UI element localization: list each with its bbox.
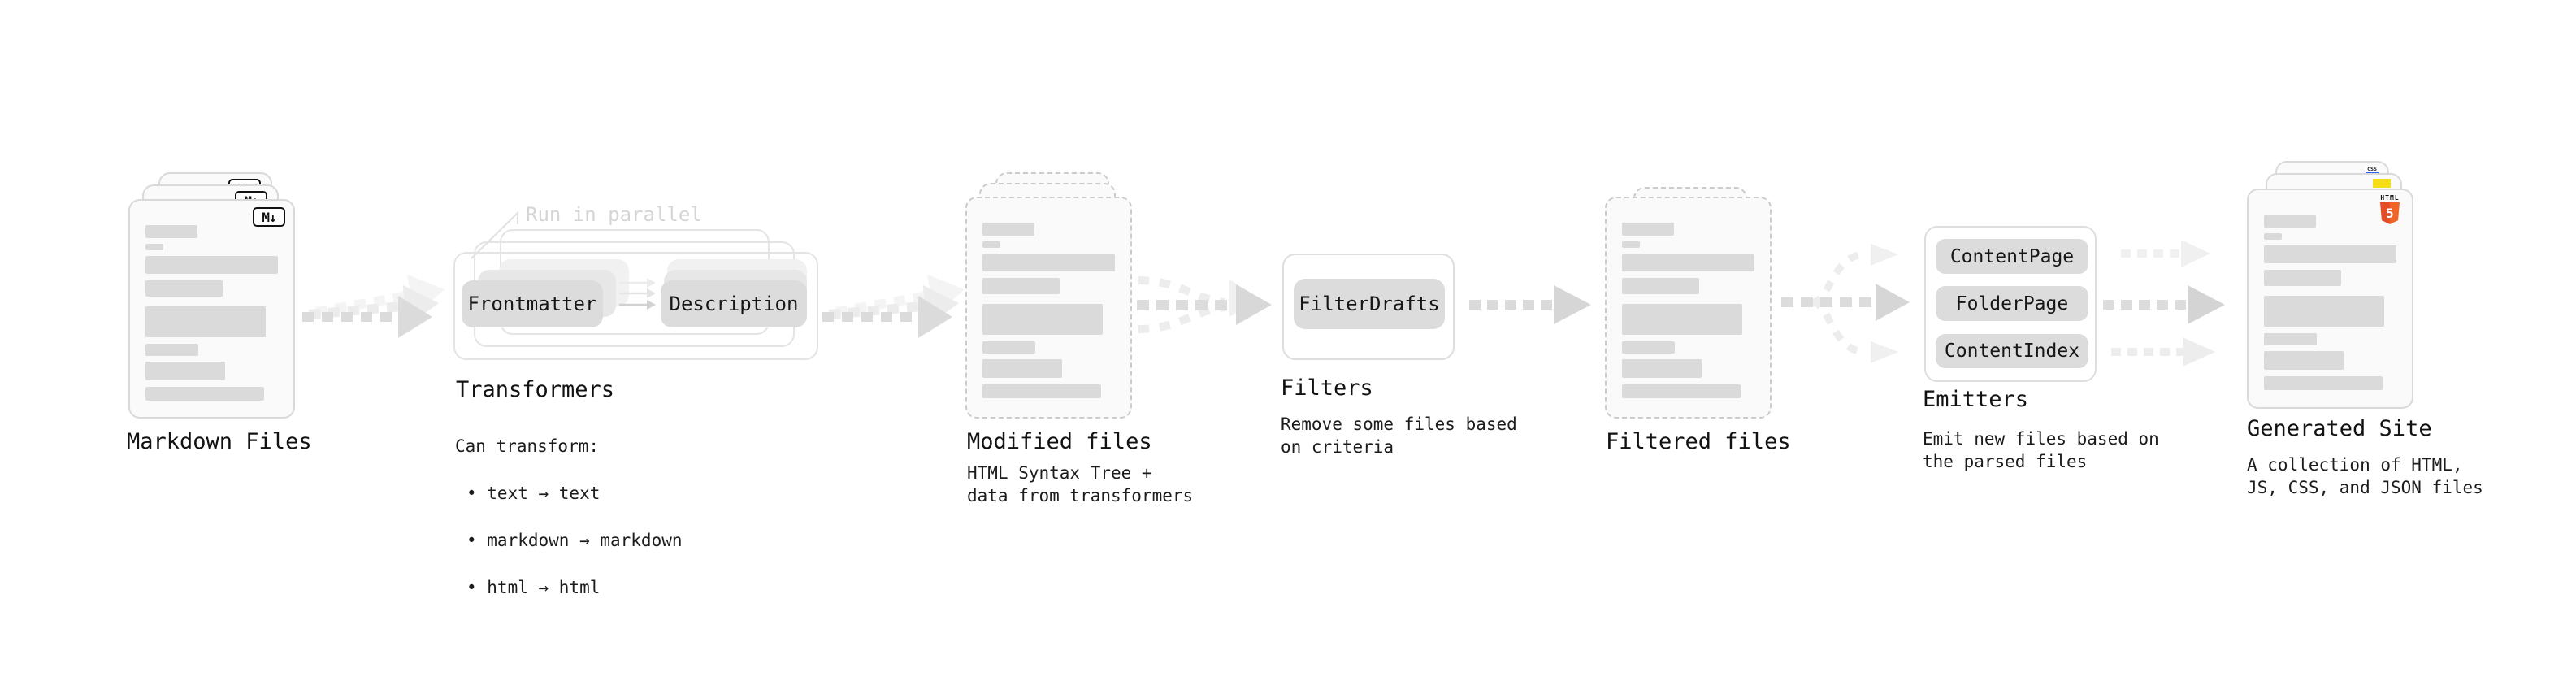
doc-text-bar xyxy=(145,256,278,274)
doc-text-bar xyxy=(2264,245,2396,263)
split-arrow-icon xyxy=(1781,244,1910,363)
stage-title-markdown-files: Markdown Files xyxy=(127,429,312,454)
filters-card: FilterDrafts xyxy=(1282,254,1455,360)
stage-title-generated-site: Generated Site xyxy=(2247,416,2432,441)
doc-text-bar xyxy=(982,223,1034,236)
transform-bullet: • html → html xyxy=(466,578,601,597)
doc-text-bar xyxy=(145,362,225,380)
transform-bullet: • markdown → markdown xyxy=(466,531,683,550)
stage-title-modified-files: Modified files xyxy=(967,429,1152,454)
doc-text-bar xyxy=(2264,296,2384,327)
doc-text-bar xyxy=(982,254,1115,271)
html5-icon-shield: 5 xyxy=(2380,202,2400,224)
doc-text-bar xyxy=(2264,233,2282,240)
doc-text-bar xyxy=(982,341,1035,354)
doc-text-bar xyxy=(2264,215,2316,228)
transformer-pill: Frontmatter xyxy=(462,280,603,327)
doc-text-bar xyxy=(145,306,266,337)
stage-title-filtered-files: Filtered files xyxy=(1606,429,1791,454)
doc-text-bar xyxy=(1622,241,1640,248)
modified-files-description: HTML Syntax Tree + data from transformer… xyxy=(967,463,1194,505)
merge-arrow-icon xyxy=(1137,276,1272,333)
filtered-files-doc-stack xyxy=(1605,187,1802,424)
doc-text-bar xyxy=(145,280,223,297)
markdown-icon: M↓ xyxy=(253,207,285,227)
doc-text-bar xyxy=(2264,351,2344,370)
filter-pill: FilterDrafts xyxy=(1294,279,1445,329)
doc-text-bar xyxy=(1622,254,1754,271)
pill-arrow-icon xyxy=(619,300,656,310)
flow-arrow-icon xyxy=(2103,285,2225,324)
doc-text-bar xyxy=(2264,270,2341,286)
desc-heading: Can transform: xyxy=(455,436,600,456)
transformers-stack: Run in parallel Frontmatter Description xyxy=(453,203,827,366)
css-icon-label: CSS xyxy=(2367,166,2377,172)
doc-text-bar xyxy=(2264,376,2383,390)
doc xyxy=(965,197,1132,419)
doc: M↓ xyxy=(128,199,295,419)
flow-arrow-icon xyxy=(302,274,445,338)
filters-description: Remove some files based on criteria xyxy=(1281,414,1517,457)
flow-arrow-icon xyxy=(1469,285,1591,324)
doc-text-bar xyxy=(1622,278,1699,294)
doc-text-bar xyxy=(145,225,197,238)
transform-bullet: • text → text xyxy=(466,484,601,503)
doc-text-bar xyxy=(982,241,1000,248)
doc-text-bar xyxy=(1622,341,1675,354)
doc-text-bar xyxy=(1622,304,1742,335)
doc-text-bar xyxy=(1622,359,1702,378)
doc-text-bar xyxy=(1622,223,1674,236)
doc-text-bar xyxy=(1622,384,1741,398)
html5-icon: HTML 5 xyxy=(2380,194,2400,224)
doc-text-bar xyxy=(2264,333,2317,345)
html5-icon-word: HTML xyxy=(2380,194,2400,202)
doc-text-bar xyxy=(145,387,264,401)
doc-text-bar xyxy=(982,359,1062,378)
html5-icon-number: 5 xyxy=(2386,206,2394,221)
flow-arrow-icon xyxy=(822,274,965,338)
flow-arrow-icon xyxy=(2111,337,2215,367)
markdown-files-doc-stack: M↓ M↓ M↓ xyxy=(128,172,325,424)
transformer-card xyxy=(453,252,818,360)
emitter-pill: ContentIndex xyxy=(1936,334,2088,368)
doc-text-bar xyxy=(982,278,1060,294)
doc: HTML 5 xyxy=(2247,189,2413,409)
stage-title-transformers: Transformers xyxy=(456,377,615,402)
modified-files-doc-stack xyxy=(965,172,1162,424)
doc-text-bar xyxy=(982,304,1103,335)
stage-title-filters: Filters xyxy=(1281,375,1373,401)
pill-arrow-icon xyxy=(619,278,656,288)
emitters-card: ContentPage FolderPage ContentIndex xyxy=(1924,226,2097,382)
pill-arrow-icon xyxy=(619,288,656,298)
generated-site-doc-stack: CSS HTML 5 xyxy=(2247,161,2444,413)
doc-text-bar xyxy=(982,384,1101,398)
doc xyxy=(1605,197,1772,419)
emitter-pill: ContentPage xyxy=(1936,239,2088,274)
doc-text-bar xyxy=(145,244,163,250)
doc-text-bar xyxy=(145,344,198,356)
javascript-icon xyxy=(2373,179,2391,188)
generated-site-description: A collection of HTML, JS, CSS, and JSON … xyxy=(2247,455,2483,497)
transformer-pill: Description xyxy=(661,280,807,327)
transformers-description: Can transform: • text → text • markdown … xyxy=(455,411,683,623)
callout-line xyxy=(471,210,518,259)
flow-arrow-icon xyxy=(2121,240,2210,267)
emitter-pill: FolderPage xyxy=(1936,286,2088,321)
run-in-parallel-note: Run in parallel xyxy=(526,203,702,226)
emitters-description: Emit new files based on the parsed files xyxy=(1923,429,2159,471)
stage-title-emitters: Emitters xyxy=(1923,387,2029,412)
